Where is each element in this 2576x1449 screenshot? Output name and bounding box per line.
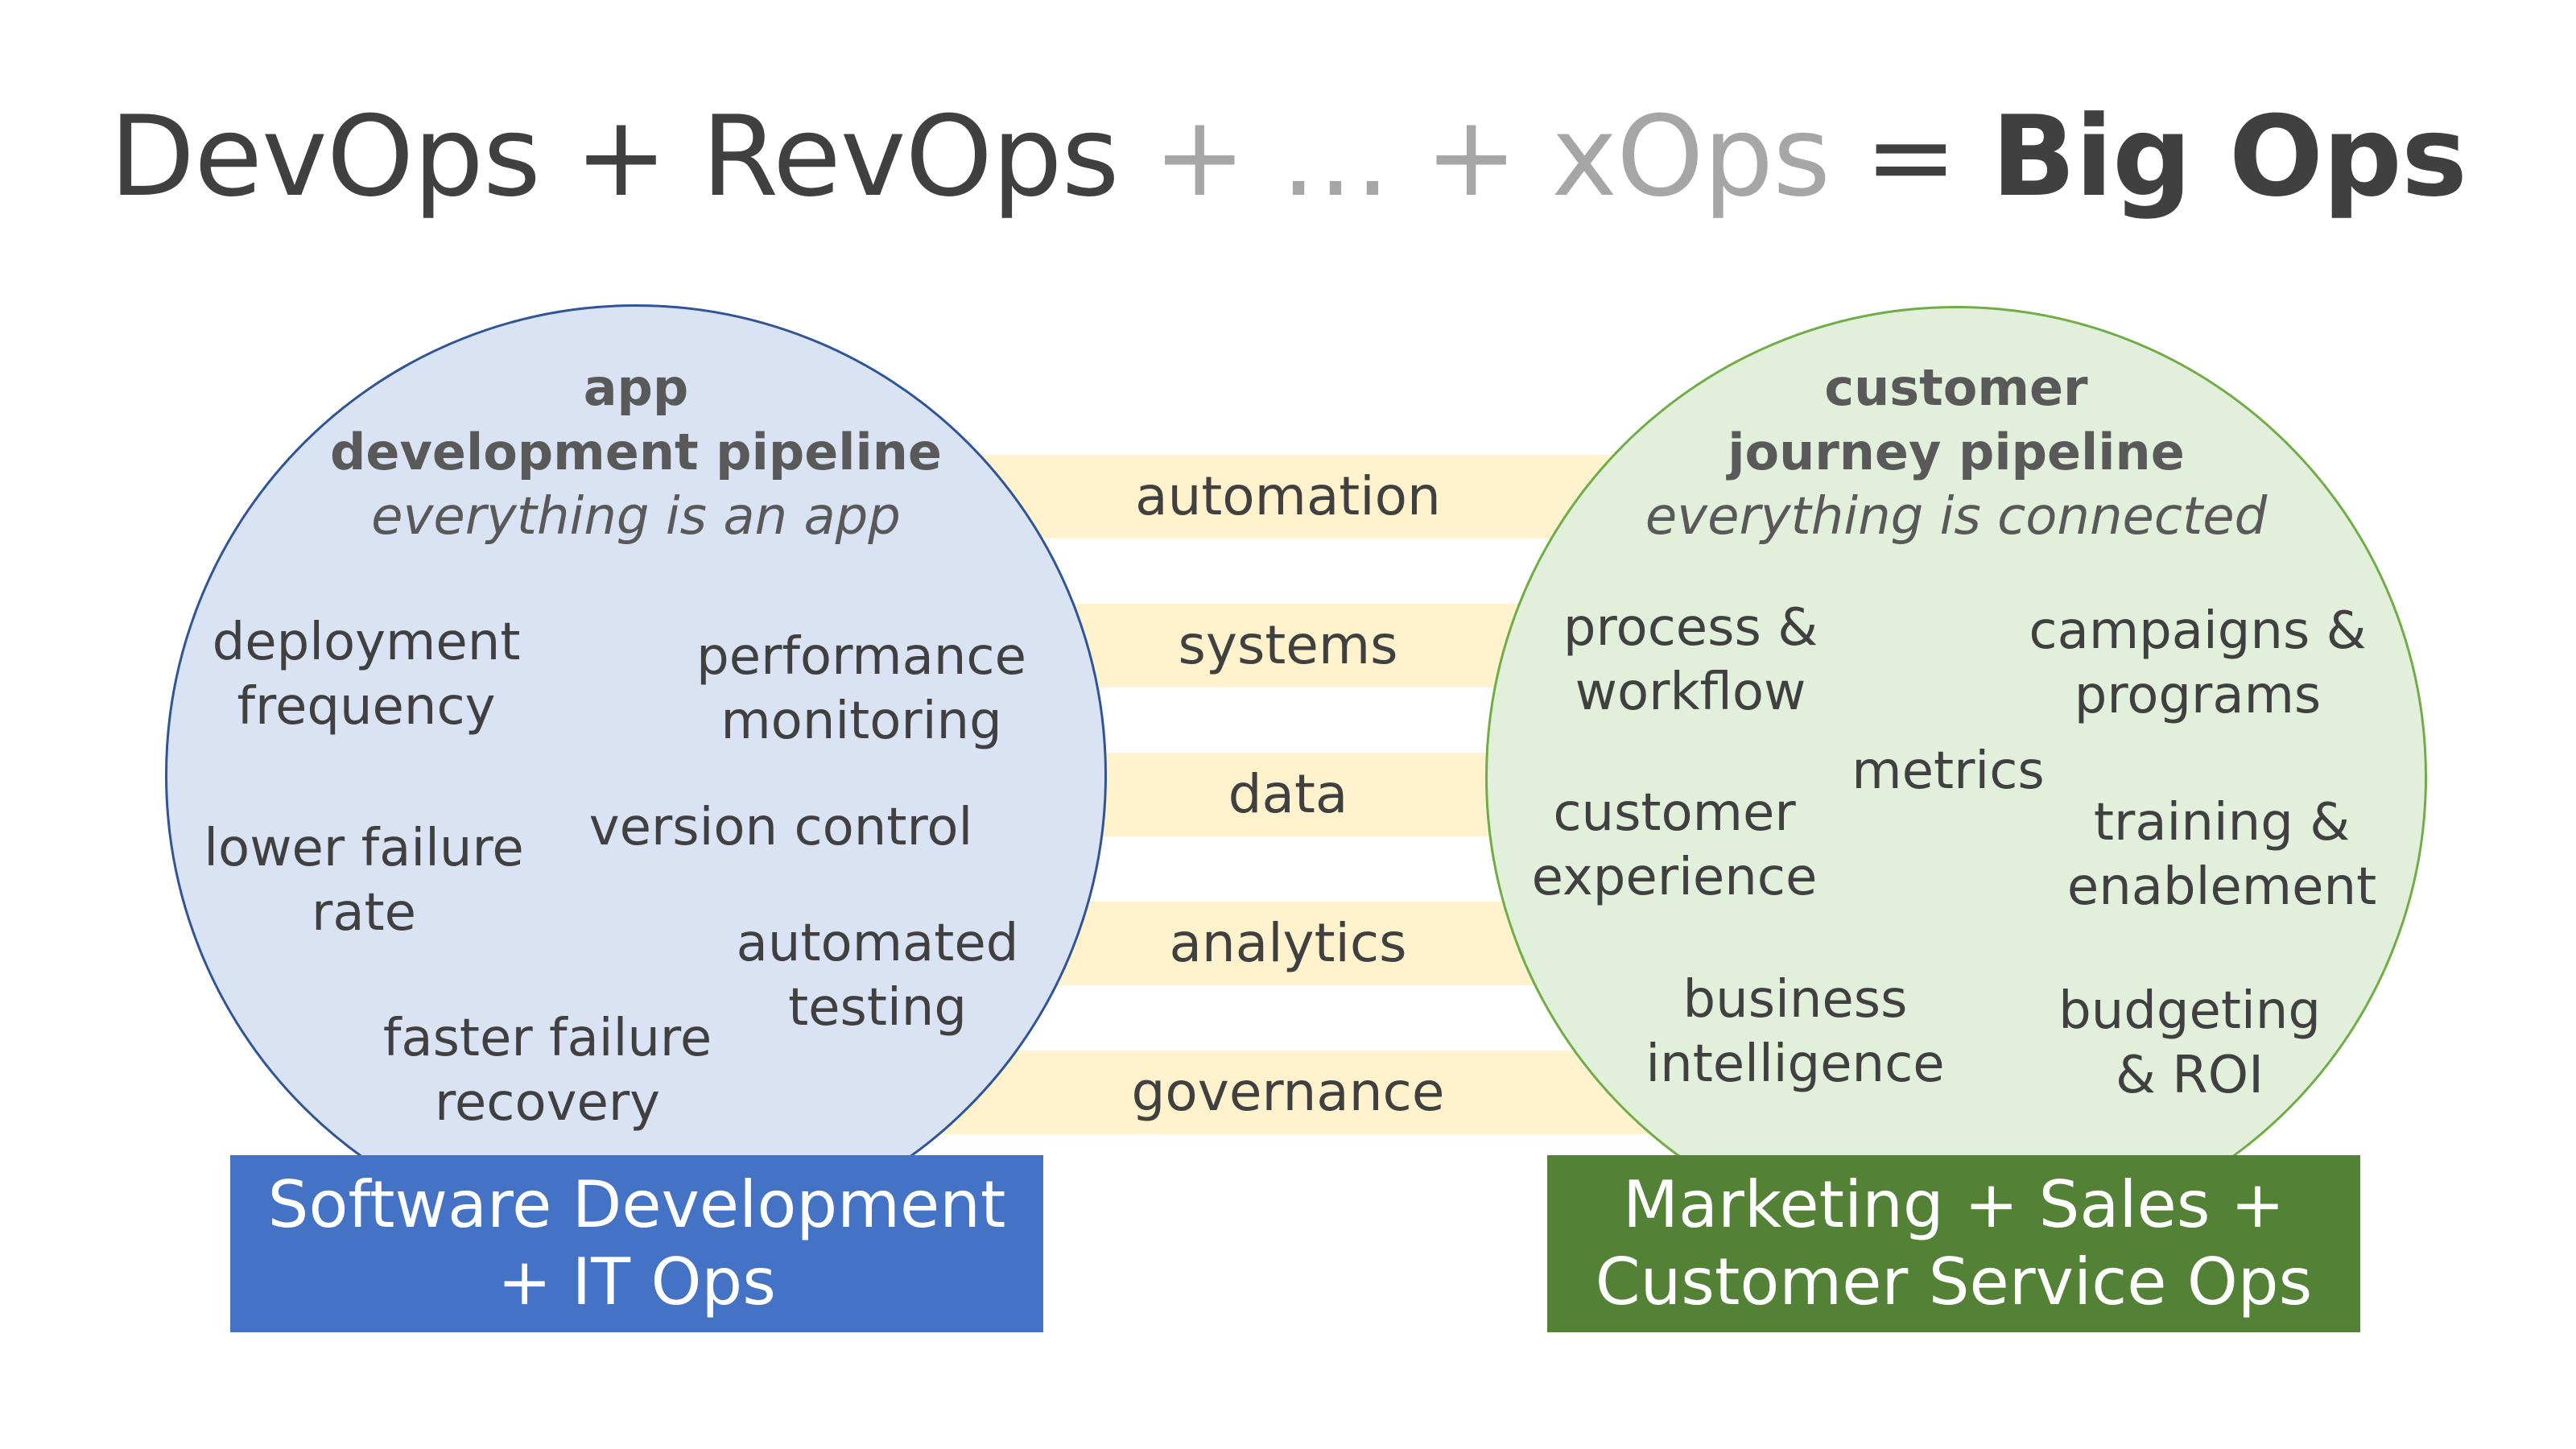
band-label-analytics: analytics — [1169, 912, 1407, 974]
item-line: & ROI — [2116, 1046, 2264, 1105]
band-label-automation: automation — [1135, 465, 1441, 527]
title-big-ops: Big Ops — [1991, 92, 2468, 221]
marketing-sales-service-box: Marketing + Sales + Customer Service Ops — [1547, 1155, 2360, 1332]
item-business-intelligence: business intelligence — [1618, 968, 1972, 1096]
item-line: experience — [1531, 848, 1818, 907]
item-line: customer — [1553, 783, 1796, 843]
left-tagline: everything is an app — [371, 487, 901, 547]
item-line: workflow — [1575, 663, 1806, 722]
band-label-systems: systems — [1178, 614, 1398, 676]
item-line: faster failure — [382, 1009, 712, 1068]
item-line: lower failure — [204, 819, 524, 878]
item-automated-testing: automated testing — [700, 911, 1055, 1040]
band-automation — [926, 455, 1650, 539]
item-budgeting-roi: budgeting & ROI — [2021, 979, 2359, 1108]
right-heading: customer journey pipeline — [1642, 356, 2270, 485]
item-performance-monitoring: performance monitoring — [676, 625, 1046, 753]
item-line: budgeting — [2058, 981, 2321, 1041]
item-line: version control — [588, 798, 973, 857]
item-line: business — [1682, 970, 1908, 1030]
item-line: rate — [312, 883, 416, 943]
page-title: DevOps + RevOps + … + xOps = Big Ops — [0, 89, 2576, 225]
right-box-line2: Customer Service Ops — [1595, 1245, 2313, 1319]
item-line: automated — [736, 914, 1019, 973]
left-box-line2: + IT Ops — [497, 1245, 776, 1319]
right-heading-line1: customer — [1824, 358, 2088, 417]
right-heading-line2: journey pipeline — [1728, 423, 2185, 481]
item-training-enablement: training & enablement — [2045, 791, 2399, 919]
right-box-line1: Marketing + Sales + — [1623, 1167, 2285, 1242]
title-xops: + … + xOps — [1118, 92, 1831, 221]
dev-pipeline-circle — [165, 304, 1107, 1246]
item-metrics: metrics — [1827, 739, 2069, 803]
band-label-data: data — [1228, 763, 1348, 825]
item-line: metrics — [1852, 741, 2045, 801]
item-line: intelligence — [1645, 1034, 1945, 1094]
item-line: testing — [788, 978, 967, 1038]
band-label-governance: governance — [1131, 1061, 1445, 1123]
item-line: deployment — [212, 613, 521, 672]
item-line: training & — [2093, 793, 2351, 852]
item-line: programs — [2074, 666, 2322, 725]
item-line: enablement — [2066, 857, 2377, 917]
left-heading-line2: development pipeline — [330, 423, 942, 481]
item-line: recovery — [434, 1073, 661, 1133]
item-faster-failure-recovery: faster failure recovery — [366, 1006, 729, 1135]
item-line: campaigns & — [2029, 601, 2367, 661]
item-lower-failure-rate: lower failure rate — [187, 816, 541, 945]
item-customer-experience: customer experience — [1505, 781, 1843, 910]
software-dev-it-ops-box: Software Development + IT Ops — [230, 1155, 1043, 1332]
title-devops-revops: DevOps + RevOps — [109, 92, 1120, 221]
left-box-line1: Software Development — [267, 1167, 1006, 1242]
right-tagline: everything is connected — [1645, 487, 2268, 547]
item-deployment-frequency: deployment frequency — [185, 610, 547, 739]
item-line: monitoring — [720, 691, 1002, 751]
item-line: performance — [696, 627, 1026, 687]
item-process-workflow: process & workflow — [1513, 596, 1868, 724]
item-campaigns-programs: campaigns & programs — [1996, 599, 2399, 728]
item-version-control: version control — [580, 795, 982, 860]
item-line: frequency — [237, 677, 496, 737]
title-equals: = — [1830, 92, 1992, 221]
band-governance — [926, 1051, 1650, 1134]
left-heading-line1: app — [583, 358, 689, 417]
customer-journey-circle — [1485, 306, 2427, 1248]
left-heading: app development pipeline — [322, 356, 950, 485]
item-line: process & — [1563, 598, 1818, 658]
